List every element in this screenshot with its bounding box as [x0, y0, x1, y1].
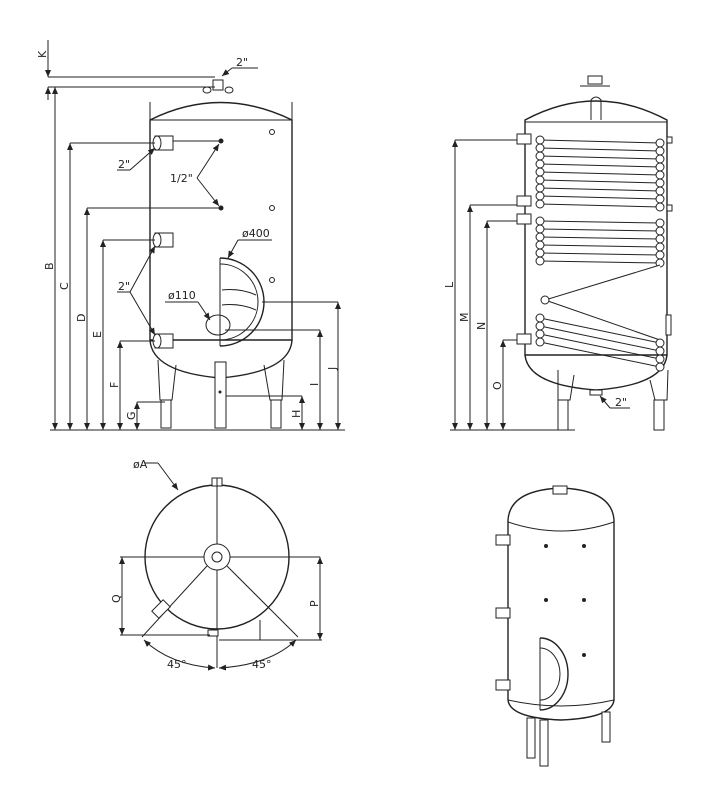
coil-turn [539, 325, 661, 352]
dim-label-g: G [125, 411, 138, 420]
flange-label: ø110 [168, 289, 196, 302]
top-nozzle-icon [202, 79, 234, 94]
coil-turn [655, 234, 665, 244]
dim-label-e: E [91, 331, 104, 338]
manhole-icon [205, 257, 265, 347]
coil-turn [535, 175, 545, 185]
coil-turn [655, 354, 665, 364]
dim-label-n: N [475, 322, 488, 330]
pipe-connections-icon [152, 135, 174, 349]
dim-label-f: F [108, 382, 121, 388]
dim-label-j: J [326, 367, 339, 371]
dim-label-b: B [43, 262, 56, 270]
manhole-label: ø400 [242, 227, 270, 240]
coil-turn [539, 260, 661, 264]
coil-turn [655, 346, 665, 356]
plan-view: Q P 45° 45° øA [110, 458, 323, 671]
coil-turn [535, 224, 545, 234]
coil-turn [655, 162, 665, 172]
coil-turn [539, 195, 661, 200]
coil-turn [655, 154, 665, 164]
coil-turn [539, 139, 661, 144]
coil-turn [655, 194, 665, 204]
isometric-tank-view [495, 485, 615, 767]
coil-turn [535, 151, 545, 161]
coil-turn [539, 171, 661, 176]
coil-turn [539, 341, 661, 368]
dim-label-m: M [458, 313, 471, 323]
dim-label-h: H [290, 410, 303, 418]
coil-turn [535, 159, 545, 169]
coil-turn [535, 191, 545, 201]
dim-label-p: P [308, 600, 321, 607]
coil-turn [655, 362, 665, 372]
front-view: K 2" B C D E F G H I J 2" 1/2" 2" ø4 [36, 40, 345, 431]
coil-turn [655, 202, 665, 212]
coil-turn [535, 313, 545, 323]
coil-turn [539, 252, 661, 256]
dim-label-i: I [308, 383, 321, 386]
coil-turn [535, 337, 545, 347]
coil-turn [539, 333, 661, 360]
coil-turn [539, 155, 661, 160]
coil-turn [535, 143, 545, 153]
coil-turn [539, 244, 661, 248]
upper-connection-label: 2" [118, 158, 130, 171]
coil-turn [655, 178, 665, 188]
coil-turn [535, 135, 545, 145]
coil-turn [655, 218, 665, 228]
coil-turn [539, 220, 661, 224]
vertical-dimensions [52, 87, 341, 430]
diameter-label: øA [133, 458, 148, 471]
coil-turn [655, 138, 665, 148]
coil-turn [535, 256, 545, 266]
dim-label-q: Q [110, 594, 123, 603]
coil-turn [535, 199, 545, 209]
dim-label-l: L [443, 281, 456, 288]
coil-turn [539, 236, 661, 240]
coil-turn [535, 321, 545, 331]
coil-turn [535, 167, 545, 177]
coil-turn [535, 183, 545, 193]
coil-turn [539, 203, 661, 208]
coil-turn [655, 170, 665, 180]
coil-turn [655, 146, 665, 156]
dim-label-c: C [58, 282, 71, 290]
coil-turn [539, 179, 661, 184]
coil-turn [655, 186, 665, 196]
coil-turn [539, 187, 661, 192]
side-view-with-coils: L M N O 2" [443, 75, 673, 431]
angle-left-label: 45° [167, 658, 187, 671]
dim-label-k: K [36, 50, 49, 58]
coil-turn [655, 226, 665, 236]
lower-connections-label: 2" [118, 280, 130, 293]
top-connection-label: 2" [236, 56, 248, 69]
bottom-connection-label: 2" [615, 396, 627, 409]
coil-turn [535, 329, 545, 339]
coil-turn [535, 248, 545, 258]
coil-turn [539, 317, 661, 344]
coil-turn [655, 242, 665, 252]
coil-icon [535, 135, 665, 372]
legs [157, 359, 285, 429]
coil-turn [539, 163, 661, 168]
coil-turn [535, 216, 545, 226]
coil-turn [655, 250, 665, 260]
dim-label-d: D [75, 314, 88, 322]
coil-turn [655, 338, 665, 348]
coil-turn [543, 264, 661, 341]
dim-label-o: O [491, 381, 504, 390]
coil-turn [535, 232, 545, 242]
angle-right-label: 45° [252, 658, 272, 671]
coil-turn [539, 228, 661, 232]
sensor-connections-label: 1/2" [170, 172, 193, 185]
coil-turn [539, 147, 661, 152]
coil-turn [535, 240, 545, 250]
coil-turn [540, 295, 550, 305]
